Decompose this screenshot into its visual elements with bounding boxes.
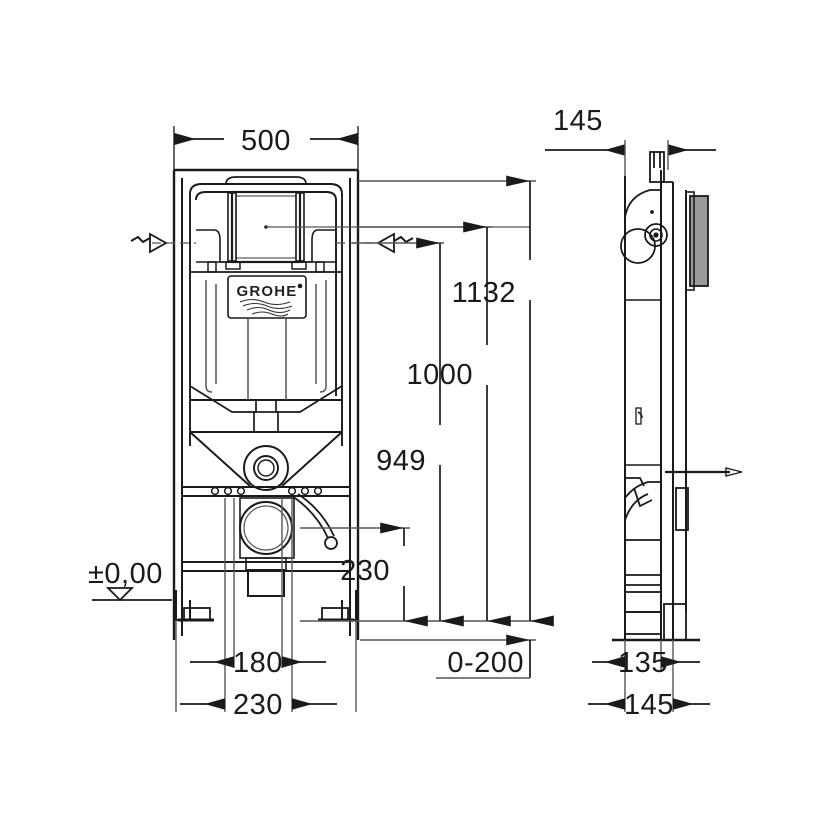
side-inlet-stub [649,151,665,183]
dim-side-135-label: 135 [618,647,668,679]
dim-180: 180 [190,647,326,679]
cistern-bottom-vee [189,385,343,433]
dim-side-145-bottom: 145 [588,689,710,721]
frame-inner-rails [181,178,351,636]
dim-500: 500 [174,125,358,157]
dim-0-200-label: 0-200 [447,647,524,679]
bottom-dimension-stack: 180 230 [175,498,357,721]
dim-side-145-bottom-label: 145 [624,689,674,721]
vertical-dimension-stack: 1132 1000 949 230 [300,175,554,679]
dim-side-145-top-label: 145 [553,105,603,137]
dim-230-vertical: 230 [340,522,428,627]
grohe-logo-plate: GROHE [227,275,307,319]
aperture-lugs [207,261,325,273]
cistern-interior-ribs [205,280,327,400]
dim-180-label: 180 [233,647,283,679]
frame-funnel-braces [189,431,343,487]
grohe-registered-mark [297,283,303,289]
break-line-left [130,232,196,254]
waste-outlet-spigot [245,557,287,597]
cross-rail-upper [182,486,350,497]
datum-label: ±0,00 [88,558,163,590]
dim-side-135: 135 [592,647,700,679]
dim-230-horizontal: 230 [180,689,337,721]
grohe-wordmark: GROHE [236,283,297,300]
dim-1132-label: 1132 [452,277,516,309]
side-rail-tab [635,407,642,425]
side-flush-plate [685,191,709,291]
dim-230-vertical-label: 230 [340,555,390,587]
side-supply-rod [665,467,743,477]
datum-marker: ±0,00 [88,558,172,602]
dim-side-145-top: 145 [545,105,716,156]
supply-arm [291,493,338,550]
flush-pipe-connector [243,445,289,491]
dim-500-label: 500 [241,125,291,157]
grohe-wave-icon [239,298,293,317]
dim-230-horizontal-label: 230 [233,689,283,721]
side-upper-shoulder [624,181,673,219]
dim-949-label: 949 [376,445,426,477]
side-wall-bracket [675,487,689,531]
front-view: 500 [130,125,530,640]
bottom-witness-lines [175,498,357,712]
dim-0-200: 0-200 [436,634,531,679]
dim-949: 949 [376,237,464,627]
bolt-bosses [210,486,323,496]
side-body-rails [624,170,687,640]
cistern-top-band [225,176,307,185]
datum-triangle-icon [105,587,135,602]
frame-outer-rails [172,168,360,640]
side-view: 145 [545,105,743,721]
side-witness-lines-top [624,140,669,176]
side-outlet-elbow [624,477,661,541]
frame-feet [175,590,357,622]
side-actuator [620,210,668,264]
dim-1132: 1132 [452,175,554,627]
